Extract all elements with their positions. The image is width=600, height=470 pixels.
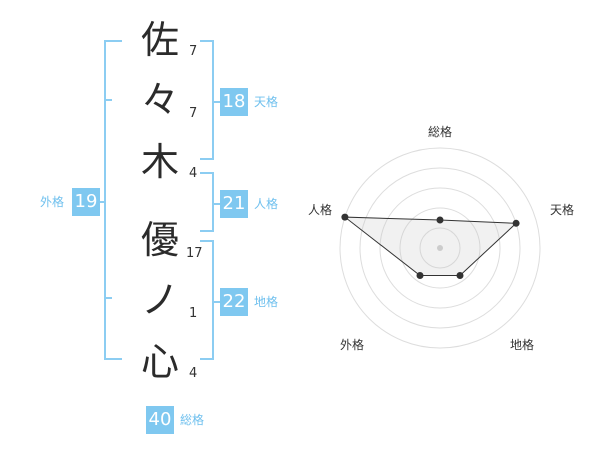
gaikaku-connector: [98, 201, 104, 203]
stroke-count-6: 4: [189, 366, 198, 381]
radar-point-4: [341, 213, 349, 221]
radar-ring-2: [399, 207, 481, 289]
name-char-2: 々: [140, 78, 179, 122]
chikaku-label: 地格: [254, 295, 279, 309]
radar-ring-3: [379, 187, 501, 309]
radar-ring-5: [339, 147, 541, 349]
radar-chart: [339, 147, 541, 349]
radar-ring-1: [419, 227, 461, 269]
soukaku-badge: 40: [146, 406, 174, 434]
gaikaku-tick-1: [104, 99, 112, 101]
radar-label-soukaku: 総格: [428, 125, 453, 139]
radar-ring-4: [359, 167, 521, 329]
tenkaku-label: 天格: [254, 95, 279, 109]
radar-area: [343, 216, 518, 276]
chikaku-badge: 22: [220, 288, 248, 316]
radar-point-3: [416, 272, 424, 279]
name-char-1: 佐: [140, 18, 179, 62]
soukaku-label: 総格: [180, 413, 205, 427]
stroke-count-2: 7: [189, 106, 198, 121]
radar-label-jinkaku: 人格: [308, 203, 333, 217]
radar-point-0: [436, 216, 444, 224]
name-char-5: ノ: [140, 278, 179, 322]
chikaku-bracket: [200, 240, 214, 360]
gaikaku-bracket: [104, 40, 122, 360]
jinkaku-connector: [214, 203, 220, 205]
radar-label-chikaku: 地格: [510, 338, 535, 352]
tenkaku-badge: 18: [220, 88, 248, 116]
jinkaku-label: 人格: [254, 197, 279, 211]
radar-label-gaikaku: 外格: [340, 338, 365, 352]
stroke-count-4: 17: [186, 246, 203, 261]
name-char-6: 心: [140, 340, 179, 384]
stroke-count-1: 7: [189, 44, 198, 59]
gaikaku-label: 外格: [40, 195, 65, 209]
radar-point-2: [456, 272, 464, 279]
radar-label-tenkaku: 天格: [550, 203, 575, 217]
tenkaku-bracket: [200, 40, 214, 160]
gaikaku-tick-2: [104, 297, 112, 299]
chikaku-connector: [214, 301, 220, 303]
stroke-count-3: 4: [189, 166, 198, 181]
stroke-count-5: 1: [189, 306, 198, 321]
radar-point-1: [512, 219, 520, 227]
gaikaku-badge: 19: [72, 188, 100, 216]
tenkaku-connector: [214, 101, 220, 103]
name-char-4: 優: [140, 218, 179, 262]
jinkaku-bracket: [200, 172, 214, 232]
name-char-3: 木: [140, 140, 179, 184]
jinkaku-badge: 21: [220, 190, 248, 218]
radar-center: [437, 245, 443, 251]
